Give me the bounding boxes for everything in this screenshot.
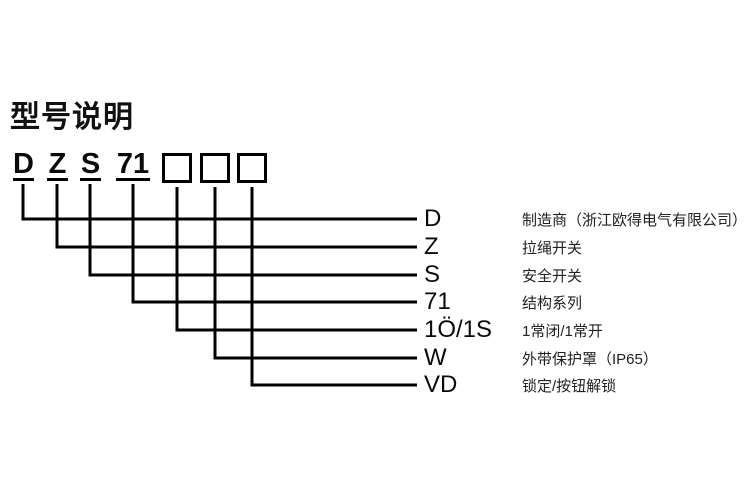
- blank-code-box-2: [200, 153, 230, 183]
- page-title: 型号说明: [10, 101, 134, 134]
- connector-line-z: [55, 184, 417, 249]
- legend-description: 外带保护罩（IP65）: [522, 350, 658, 368]
- legend-row: W 外带保护罩（IP65）: [424, 344, 658, 372]
- model-char-d: D: [13, 148, 34, 181]
- legend-row: Z 拉绳开关: [424, 233, 582, 261]
- legend-code: 1Ö/1S: [424, 316, 493, 343]
- connector-line-box3: [250, 187, 417, 387]
- connector-line-box1: [175, 187, 417, 332]
- legend-row: 71 结构系列: [424, 288, 582, 316]
- legend-code: Z: [424, 233, 439, 260]
- legend-description: 制造商（浙江欧得电气有限公司）: [522, 211, 748, 229]
- legend-code: 71: [424, 288, 451, 315]
- connector-line-71: [131, 184, 417, 304]
- legend-row: 1Ö/1S 1常闭/1常开: [424, 316, 603, 344]
- legend-code: VD: [424, 371, 458, 398]
- legend-description: 安全开关: [522, 267, 583, 285]
- connector-line-box2: [213, 187, 417, 360]
- blank-code-box-3: [237, 153, 267, 183]
- legend-row: VD 锁定/按钮解锁: [424, 371, 616, 399]
- legend-code: D: [424, 205, 442, 232]
- model-char-s: S: [80, 148, 101, 181]
- legend-description: 拉绳开关: [522, 239, 583, 257]
- blank-code-box-1: [162, 153, 192, 183]
- legend-description: 1常闭/1常开: [522, 322, 603, 340]
- model-char-z: Z: [47, 148, 68, 181]
- legend-code: W: [424, 344, 447, 371]
- legend-description: 结构系列: [522, 294, 583, 312]
- legend-row: D 制造商（浙江欧得电气有限公司）: [424, 205, 747, 233]
- connector-line-d: [21, 184, 417, 221]
- legend-row: S 安全开关: [424, 261, 582, 289]
- legend-description: 锁定/按钮解锁: [522, 377, 617, 395]
- model-char-71: 71: [116, 148, 150, 181]
- legend-code: S: [424, 261, 441, 288]
- connector-line-s: [88, 184, 417, 277]
